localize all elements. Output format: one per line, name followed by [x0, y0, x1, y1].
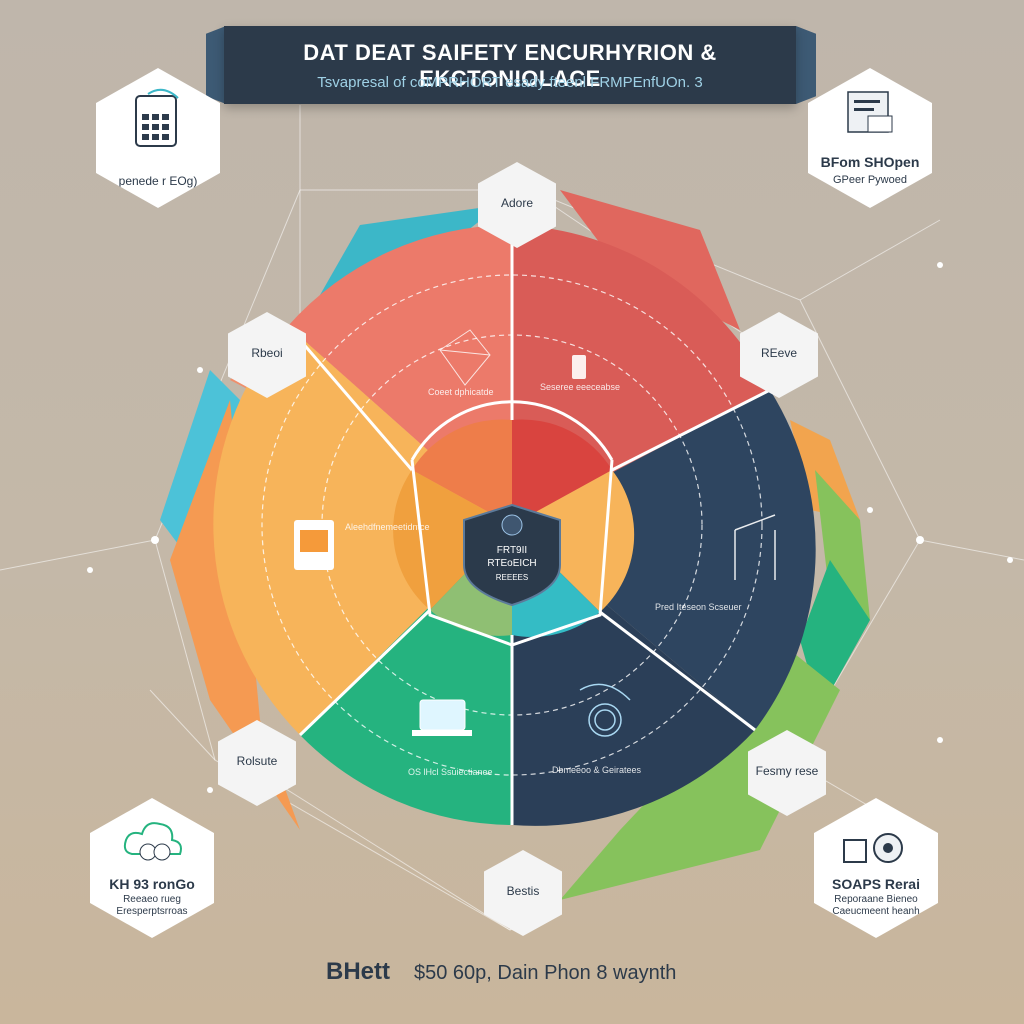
card-bottom-left-line2: Eresperptsrroas — [116, 906, 188, 917]
network-icon — [734, 514, 776, 580]
node-right-lower-label: Fesmy rese — [755, 764, 819, 778]
segment-label-green: OS lHcl Ssuiectianee — [408, 767, 493, 777]
node-left-lower-label: Rolsute — [236, 754, 278, 768]
node-left-upper-label: Rbeoi — [251, 346, 283, 360]
header-banner: DAT DEAT SAIFETY ENCURHYRION & EKCTONIOL… — [224, 26, 796, 104]
node-right-upper-label: REeve — [760, 346, 798, 360]
divider-lines — [286, 225, 771, 825]
card-top-right-title: BFom SHOpen — [820, 154, 920, 170]
segment-label-red-left: Coeet dphicatde — [428, 387, 494, 397]
segment-label-navy: Pred Iteseon Scseuer — [655, 602, 742, 612]
header-fold-left — [206, 26, 226, 104]
badge-line3: REEEES — [496, 573, 528, 582]
node-right-upper: REeve — [740, 312, 818, 398]
footer-text: $50 60p, Dain Phon 8 waynth — [414, 962, 677, 984]
card-top-right-subtitle: GPeer Pywoed — [833, 174, 907, 186]
card-top-left-label: penede r EOg) — [118, 174, 198, 188]
badge-line2: RTEoEICH — [487, 558, 536, 569]
card-bottom-right-title: SOAPS Rerai — [832, 876, 920, 892]
card-bottom-right-line2: Caeucmeent heanh — [832, 906, 920, 917]
segment-label-orange: Aleehdfnemeetidntce — [345, 522, 430, 532]
inner-ring — [393, 419, 635, 637]
center-shield-badge: FRT9II RTEoEICH REEEES — [463, 503, 561, 607]
footer-brand: BHett — [326, 958, 390, 985]
node-bottom-label: Bestis — [506, 884, 540, 898]
document-icon — [847, 91, 893, 133]
segment-label-red-right: Seseree eeeceabse — [540, 382, 620, 392]
node-left-upper: Rbeoi — [228, 312, 306, 398]
header-fold-right — [796, 26, 816, 104]
node-top-label: Adore — [500, 196, 534, 210]
segment-label-navy-bottom: Dbmeeoo & Geiratees — [552, 765, 642, 775]
folder-icon — [294, 520, 334, 570]
keypad-icon — [135, 88, 179, 147]
card-bottom-left-line1: Reeaeo rueg — [123, 894, 181, 905]
page-title: DAT DEAT SAIFETY ENCURHYRION & EKCTONIOL… — [303, 40, 717, 91]
card-bottom-right-line1: Reporaane Bieneo — [834, 894, 918, 905]
card-top-right: BFom SHOpen GPeer Pywoed — [808, 68, 932, 208]
phone-icon — [572, 355, 586, 379]
gem-icon — [439, 329, 491, 386]
card-bottom-left-title: KH 93 ronGo — [109, 876, 195, 892]
server-icon — [843, 833, 903, 863]
fingerprint-icon — [579, 683, 631, 737]
page-subtitle: Tsvapresal of coMPRHORT esady fteenl FRM… — [317, 74, 703, 91]
badge-line1: FRT9II — [497, 545, 527, 556]
cloud-icon — [123, 822, 182, 861]
laptop-icon — [412, 699, 472, 736]
